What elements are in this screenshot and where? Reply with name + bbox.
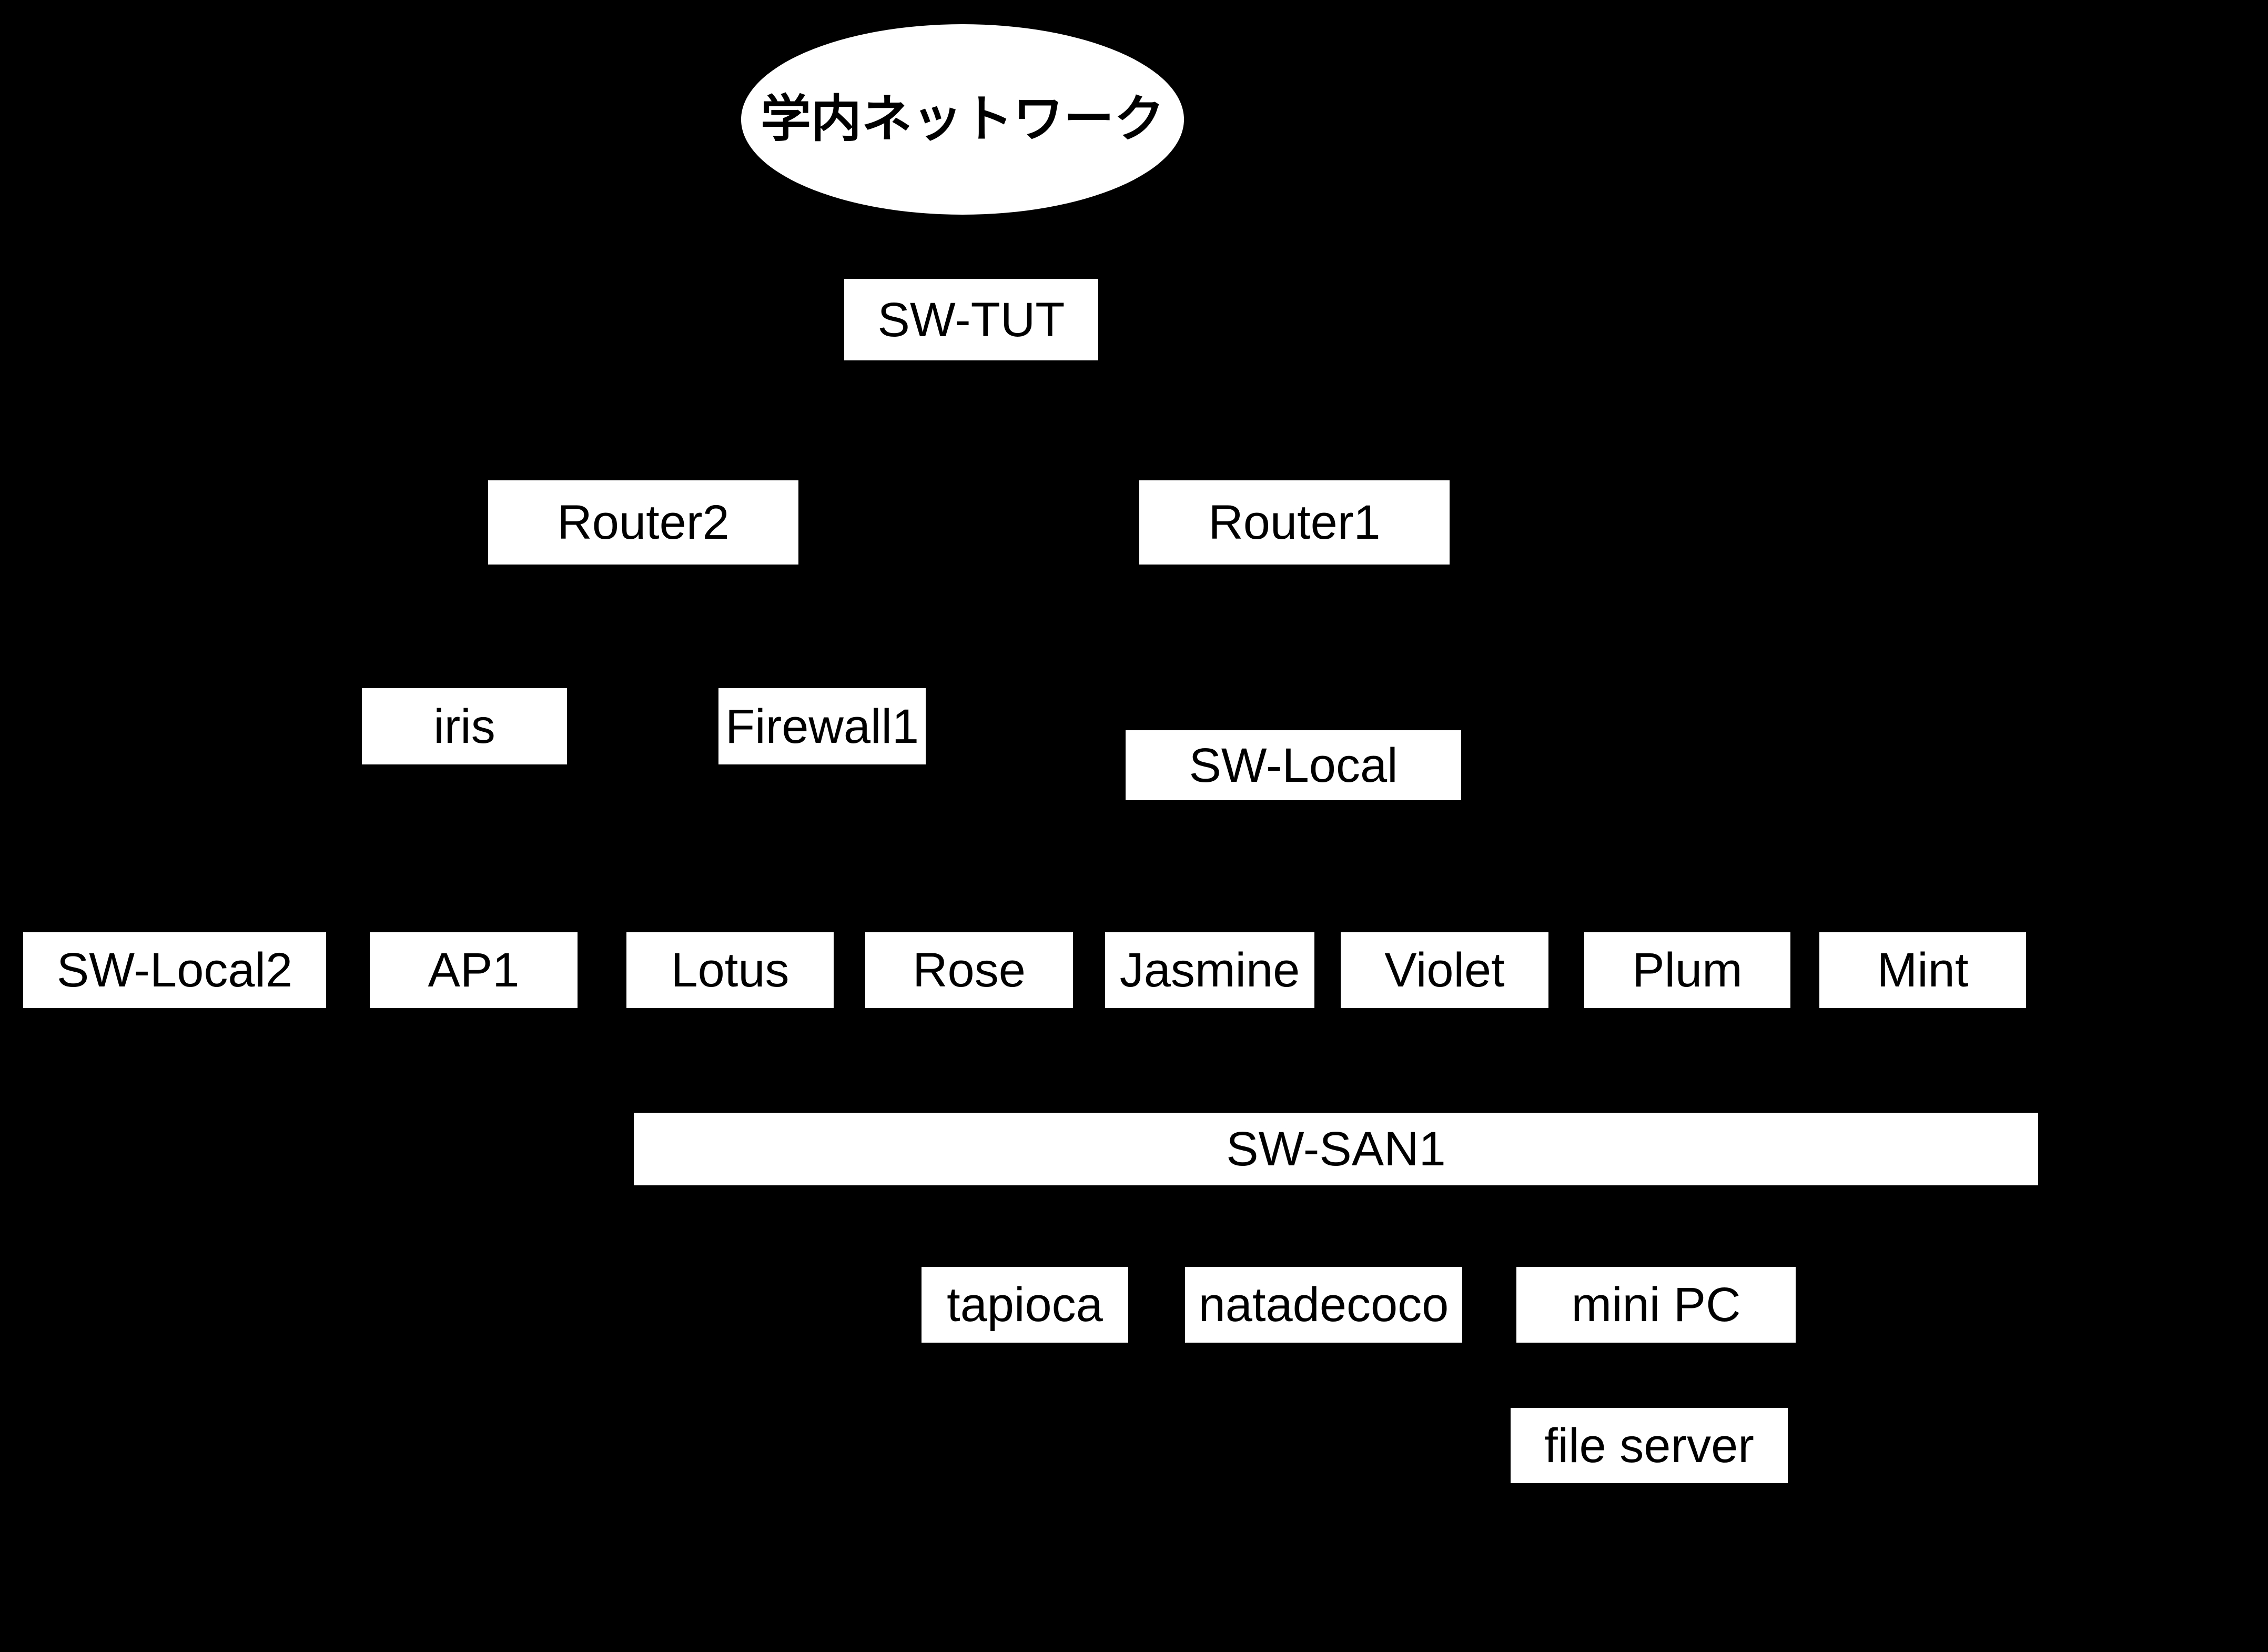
node-campus-network: 学内ネットワーク bbox=[741, 24, 1184, 215]
node-file-server: file server bbox=[1511, 1408, 1788, 1483]
node-label-sw-san1: SW-SAN1 bbox=[1226, 1122, 1446, 1176]
node-sw-tut: SW-TUT bbox=[844, 279, 1098, 360]
node-label-sw-local2: SW-Local2 bbox=[56, 943, 293, 997]
node-sw-local: SW-Local bbox=[1126, 730, 1461, 800]
node-tapioca: tapioca bbox=[922, 1267, 1128, 1343]
node-firewall1: Firewall1 bbox=[718, 688, 926, 764]
node-mint: Mint bbox=[1819, 932, 2026, 1008]
node-sw-local2: SW-Local2 bbox=[23, 932, 326, 1008]
node-label-violet: Violet bbox=[1384, 943, 1505, 997]
node-label-plum: Plum bbox=[1632, 943, 1743, 997]
node-label-jasmine: Jasmine bbox=[1119, 943, 1300, 997]
node-router1: Router1 bbox=[1139, 480, 1450, 565]
node-router2: Router2 bbox=[488, 480, 798, 565]
node-label-firewall1: Firewall1 bbox=[725, 699, 919, 753]
node-label-iris: iris bbox=[433, 699, 495, 753]
node-ap1: AP1 bbox=[370, 932, 578, 1008]
node-violet: Violet bbox=[1341, 932, 1548, 1008]
node-label-file-server: file server bbox=[1544, 1418, 1754, 1473]
node-label-mini-pc: mini PC bbox=[1571, 1278, 1741, 1332]
node-label-sw-tut: SW-TUT bbox=[877, 293, 1065, 347]
node-iris: iris bbox=[362, 688, 567, 764]
node-label-rose: Rose bbox=[913, 943, 1026, 997]
node-label-lotus: Lotus bbox=[671, 943, 789, 997]
node-natadecoco: natadecoco bbox=[1185, 1267, 1462, 1343]
node-lotus: Lotus bbox=[626, 932, 834, 1008]
node-label-router1: Router1 bbox=[1208, 496, 1381, 549]
node-label-natadecoco: natadecoco bbox=[1198, 1278, 1449, 1332]
node-label-ap1: AP1 bbox=[428, 943, 520, 997]
node-label-sw-local: SW-Local bbox=[1189, 738, 1398, 792]
node-label-tapioca: tapioca bbox=[947, 1278, 1103, 1332]
node-sw-san1: SW-SAN1 bbox=[634, 1113, 2038, 1185]
node-label-router2: Router2 bbox=[557, 496, 730, 549]
node-label-campus-network: 学内ネットワーク bbox=[761, 91, 1165, 147]
node-plum: Plum bbox=[1584, 932, 1790, 1008]
node-mini-pc: mini PC bbox=[1516, 1267, 1796, 1343]
node-rose: Rose bbox=[865, 932, 1073, 1008]
node-jasmine: Jasmine bbox=[1105, 932, 1314, 1008]
node-label-mint: Mint bbox=[1877, 943, 1969, 997]
